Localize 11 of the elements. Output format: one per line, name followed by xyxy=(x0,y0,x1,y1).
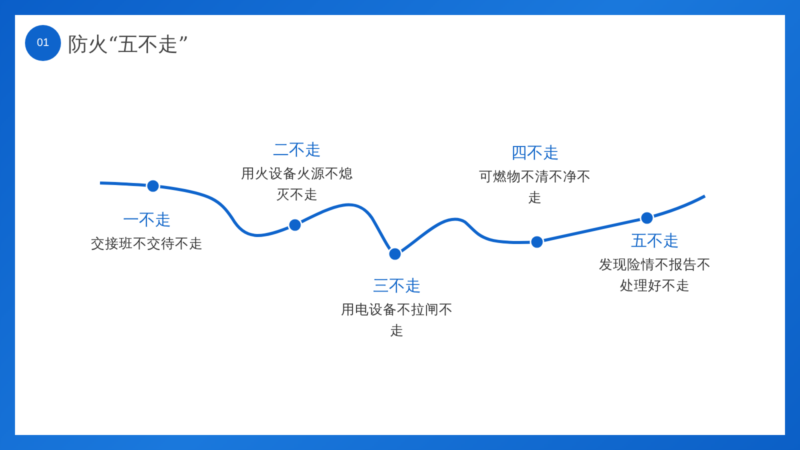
step-heading: 四不走 xyxy=(510,143,560,163)
step-description: 用火设备火源不熄灭不走 xyxy=(241,165,353,205)
step-heading: 一不走 xyxy=(122,210,172,230)
step-description: 交接班不交待不走 xyxy=(91,235,203,254)
step-heading: 五不走 xyxy=(630,231,680,251)
step-description: 用电设备不拉闸不走 xyxy=(341,301,453,341)
step-description: 发现险情不报告不处理好不走 xyxy=(599,256,711,296)
step-heading: 二不走 xyxy=(272,140,322,160)
step-description: 可燃物不清不净不走 xyxy=(479,168,591,208)
slide-title: 防火“五不走” xyxy=(68,31,188,58)
step-heading: 三不走 xyxy=(372,276,422,296)
